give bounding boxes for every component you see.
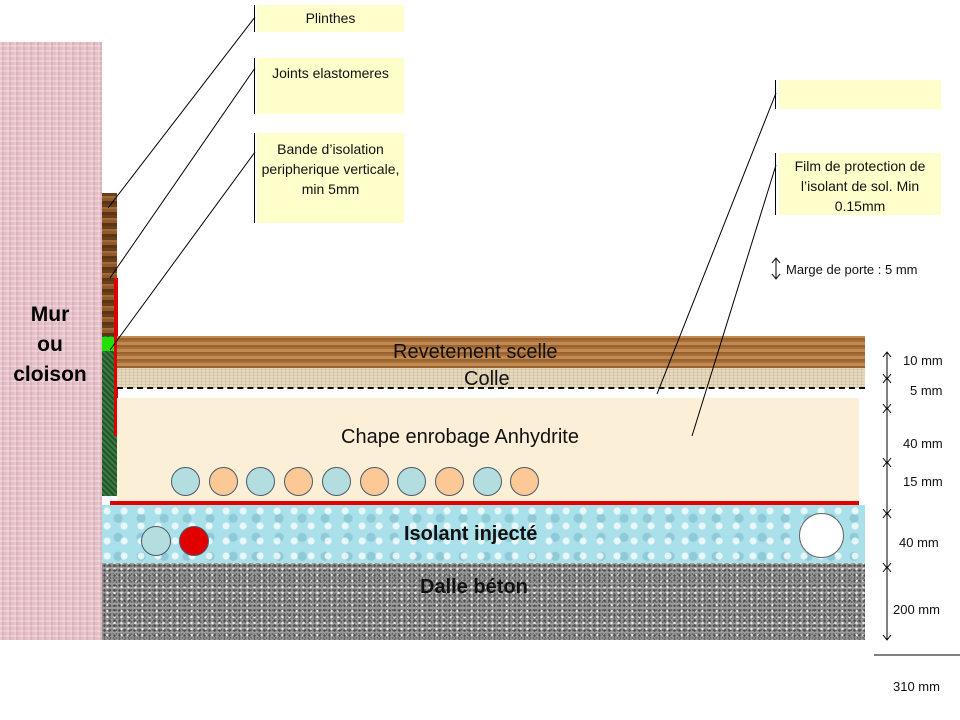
leader-joints xyxy=(109,67,256,279)
leader-empty xyxy=(656,92,777,395)
label-isolant: Isolant injecté xyxy=(404,523,538,545)
pipe-blue xyxy=(397,467,427,496)
protection-film-line xyxy=(110,501,859,505)
label-revetement: Revetement scelle xyxy=(393,341,558,363)
pipe-blue xyxy=(171,467,200,496)
pipe-red-isolant xyxy=(179,526,209,556)
dim-pipes: 15 mm xyxy=(903,474,943,489)
callout-empty xyxy=(779,80,941,109)
layer-dalle xyxy=(102,563,865,640)
pipe-orange xyxy=(208,467,238,496)
peripheral-insulation-band xyxy=(102,336,117,496)
dim-total: 310 mm xyxy=(893,679,940,694)
pipe-orange xyxy=(359,467,389,496)
dim-colle: 5 mm xyxy=(910,383,943,398)
dashed-line xyxy=(117,387,865,389)
pipe-orange xyxy=(510,467,540,496)
pipe-orange xyxy=(284,467,314,496)
pipe-white-isolant xyxy=(799,513,844,558)
callout-bande: Bande d’isolation peripherique verticale… xyxy=(257,133,404,223)
callout-film: Film de protection de l’isolant de sol. … xyxy=(779,153,941,215)
pipe-blue xyxy=(472,467,502,496)
marge-de-porte: Marge de porte : 5 mm xyxy=(786,262,918,277)
plinth xyxy=(102,193,117,336)
pipe-blue-isolant xyxy=(141,526,171,556)
pipe-blue xyxy=(321,467,351,496)
vertical-protection-film xyxy=(114,278,118,436)
leader-plinthes xyxy=(107,16,256,209)
wall-label: Mur ou cloison xyxy=(13,303,87,386)
dim-isolant: 40 mm xyxy=(899,535,939,550)
callout-joints: Joints elastomeres xyxy=(257,58,404,114)
label-chape: Chape enrobage Anhydrite xyxy=(341,426,579,448)
layer-revetement xyxy=(117,336,865,368)
layer-colle xyxy=(117,368,865,388)
label-dalle: Dalle béton xyxy=(420,576,528,598)
pipe-blue xyxy=(246,467,276,496)
label-colle: Colle xyxy=(464,368,510,390)
pipe-orange xyxy=(434,467,464,496)
layer-isolant xyxy=(102,505,865,563)
leader-film xyxy=(691,164,777,437)
dim-revetement: 10 mm xyxy=(903,353,943,368)
callout-plinthes: Plinthes xyxy=(257,5,404,32)
wall xyxy=(0,42,102,640)
dimension-arrows xyxy=(882,351,892,641)
dim-chape: 40 mm xyxy=(903,436,943,451)
leader-bande xyxy=(109,151,256,351)
dim-dalle: 200 mm xyxy=(893,602,940,617)
